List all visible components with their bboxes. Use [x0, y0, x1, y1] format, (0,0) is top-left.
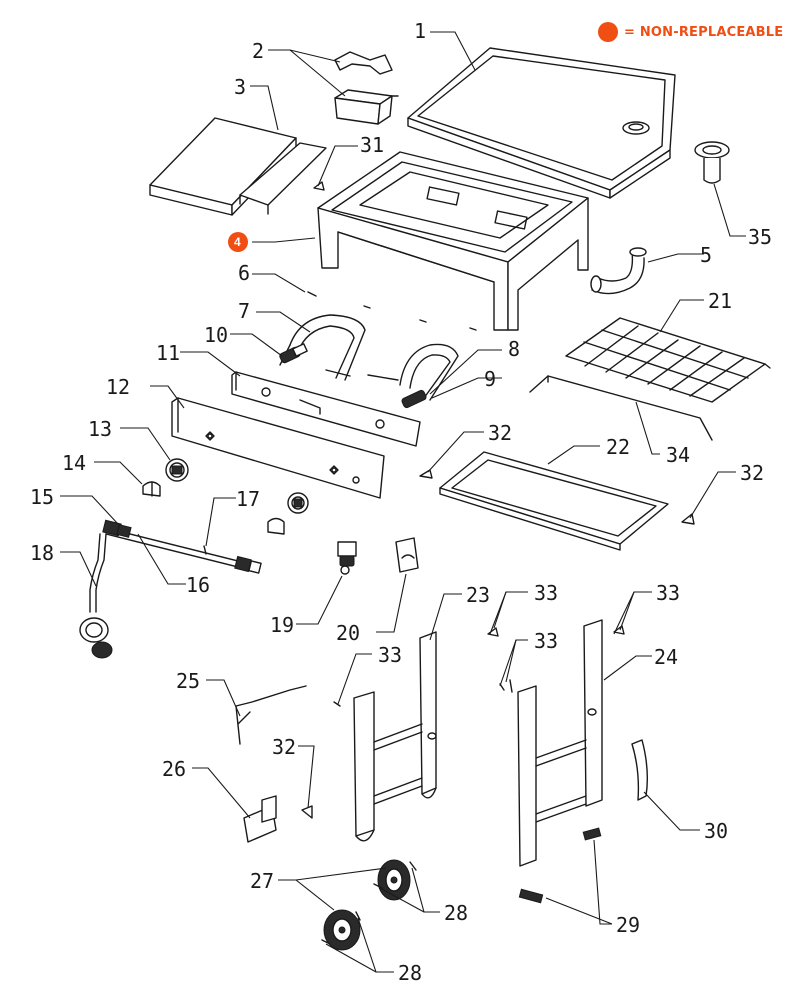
callout-9: 9: [484, 367, 496, 391]
part-33-screw-b: [613, 625, 625, 635]
part-34-grease-rail: [529, 375, 713, 441]
callout-4-non-replaceable-badge: 4: [228, 232, 248, 252]
part-21-grid: [565, 317, 771, 403]
callout-7: 7: [238, 299, 250, 323]
part-9-burner-valve: [401, 389, 427, 409]
callout-29: 29: [616, 913, 640, 937]
part-22-grease-tray: [439, 451, 669, 551]
part-27-wheel-a: [377, 859, 411, 901]
callout-27: 27: [250, 869, 274, 893]
callout-22: 22: [606, 435, 630, 459]
callout-33-a: 33: [534, 581, 558, 605]
part-23-left-leg: [353, 631, 437, 842]
callout-33-d: 33: [378, 643, 402, 667]
part-4-firebox-frame: [317, 151, 589, 331]
callout-25: 25: [176, 669, 200, 693]
callout-5: 5: [700, 243, 712, 267]
part-8-burner-right: [367, 343, 459, 401]
part-7-burner-left: [279, 314, 366, 381]
callout-14: 14: [62, 451, 86, 475]
part-13-control-knob: [165, 458, 189, 482]
legend: = NON-REPLACEABLE: [598, 20, 783, 44]
callout-12: 12: [106, 375, 130, 399]
callout-2: 2: [252, 39, 264, 63]
callout-6: 6: [238, 261, 250, 285]
leader-lines: [60, 31, 746, 973]
callout-26: 26: [162, 757, 186, 781]
callout-17: 17: [236, 487, 260, 511]
callout-24: 24: [654, 645, 678, 669]
part-28-bolt-b: [321, 911, 361, 945]
callout-23: 23: [466, 583, 490, 607]
callout-15: 15: [30, 485, 54, 509]
part-29-foot: [518, 827, 602, 904]
part-11-heat-shield: [231, 371, 421, 447]
part-10-burner-valve: [279, 343, 308, 364]
callout-4: 4: [234, 235, 241, 249]
callout-11: 11: [156, 341, 180, 365]
callout-3: 3: [234, 75, 246, 99]
part-1-griddle-top: [407, 47, 676, 199]
callout-32-right: 32: [740, 461, 764, 485]
callout-32-upper: 32: [488, 421, 512, 445]
part-14-knob-bezel-second: [267, 517, 285, 535]
callout-28-lower: 28: [398, 961, 422, 985]
callout-35: 35: [748, 225, 772, 249]
part-3-side-shelf: [149, 117, 327, 216]
part-5-crossover-tube: [590, 247, 647, 295]
callout-31: 31: [360, 133, 384, 157]
part-33-screw-d: [333, 701, 341, 707]
callout-labels: 1 2 3 4 5 6 7 8 9 10 11 12 13 14 15 16 1…: [30, 19, 772, 985]
non-replaceable-marker-icon: [598, 22, 618, 42]
callout-34: 34: [666, 443, 690, 467]
part-25-hose-retainer: [235, 685, 307, 745]
callout-20: 20: [336, 621, 360, 645]
part-32-screw-a: [419, 469, 433, 479]
part-26-bracket: [243, 795, 277, 843]
callout-1: 1: [414, 19, 426, 43]
callout-8: 8: [508, 337, 520, 361]
part-14-knob-bezel: [142, 481, 161, 497]
callout-33-c: 33: [534, 629, 558, 653]
part-19-igniter: [337, 541, 357, 575]
part-18-regulator-hose: [79, 533, 113, 659]
callout-16: 16: [186, 573, 210, 597]
callout-19: 19: [270, 613, 294, 637]
part-6-screws: [307, 291, 477, 331]
part-24-right-leg: [517, 619, 603, 867]
part-20-igniter-bracket: [395, 537, 419, 573]
part-2-grease-cup: [334, 51, 399, 125]
callout-33-b: 33: [656, 581, 680, 605]
part-32-screw-b: [681, 513, 695, 525]
callout-21: 21: [708, 289, 732, 313]
callout-32-lower: 32: [272, 735, 296, 759]
part-30-handle: [631, 739, 649, 801]
part-28-bolt-a: [373, 861, 417, 889]
part-35-cup-holder: [694, 141, 730, 184]
callout-10: 10: [204, 323, 228, 347]
part-13-control-knob-second: [287, 492, 309, 514]
callout-28-upper: 28: [444, 901, 468, 925]
legend-text: = NON-REPLACEABLE: [624, 24, 784, 40]
part-16-gas-manifold: [102, 519, 262, 574]
callout-30: 30: [704, 819, 728, 843]
callout-13: 13: [88, 417, 112, 441]
part-27-wheel-b: [323, 909, 361, 951]
part-33-screw-a: [487, 627, 499, 637]
callout-18: 18: [30, 541, 54, 565]
part-32-screw-c: [301, 805, 313, 819]
